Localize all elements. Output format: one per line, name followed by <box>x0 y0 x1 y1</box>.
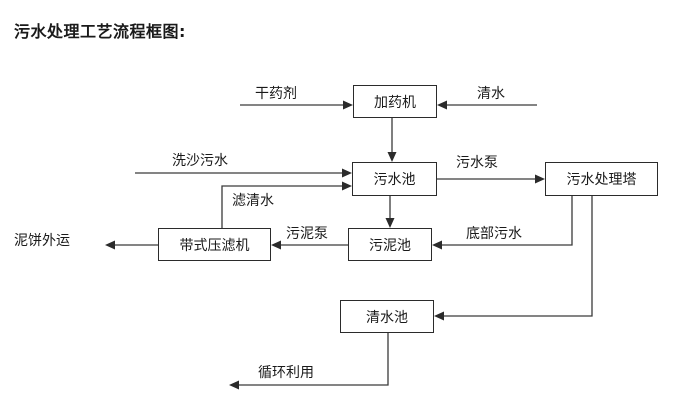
label-sewage-pump: 污水泵 <box>456 155 498 171</box>
edge-mud-cake-out <box>105 240 158 250</box>
node-label: 清水池 <box>366 309 408 326</box>
edge-filtrate-return <box>221 181 352 228</box>
node-label: 污水池 <box>373 172 416 188</box>
node-label: 污泥池 <box>369 237 411 254</box>
node-label: 带式压滤机 <box>179 237 250 254</box>
label-mud-cake-out: 泥饼外运 <box>14 233 70 249</box>
node-clear-water-pool[interactable]: 清水池 <box>340 300 434 333</box>
edge-clean-water <box>437 100 537 110</box>
label-recycle-use: 循环利用 <box>258 365 314 381</box>
edge-bottom-sewage <box>432 196 573 250</box>
edge-sludge-pump <box>271 240 348 250</box>
label-bottom-sewage: 底部污水 <box>466 226 522 242</box>
node-treatment-tower[interactable]: 污水处理塔 <box>545 162 658 196</box>
edge-dosing-to-sewage <box>387 118 397 162</box>
label-dry-agent: 干药剂 <box>255 86 297 102</box>
node-sludge-pool[interactable]: 污泥池 <box>348 228 432 261</box>
node-sewage-pool[interactable]: 污水池 <box>352 162 437 196</box>
node-label: 加药机 <box>374 94 416 111</box>
edge-sand-wash-sewage <box>135 168 352 178</box>
edge-tower-to-clear-water <box>434 196 593 321</box>
label-sludge-pump: 污泥泵 <box>286 226 328 242</box>
page-title: 污水处理工艺流程框图: <box>14 22 186 41</box>
label-sand-wash-sewage: 洗沙污水 <box>172 153 228 169</box>
edge-recycle-use <box>229 333 389 390</box>
edge-dry-agent <box>240 100 353 110</box>
label-filtrate: 滤清水 <box>232 193 274 209</box>
node-belt-filter-press[interactable]: 带式压滤机 <box>158 228 271 261</box>
node-dosing-machine[interactable]: 加药机 <box>353 85 437 118</box>
edge-sewage-pump <box>437 174 545 184</box>
node-label: 污水处理塔 <box>566 172 637 188</box>
edge-sewage-to-sludge <box>385 196 395 228</box>
label-clean-water: 清水 <box>477 86 505 102</box>
